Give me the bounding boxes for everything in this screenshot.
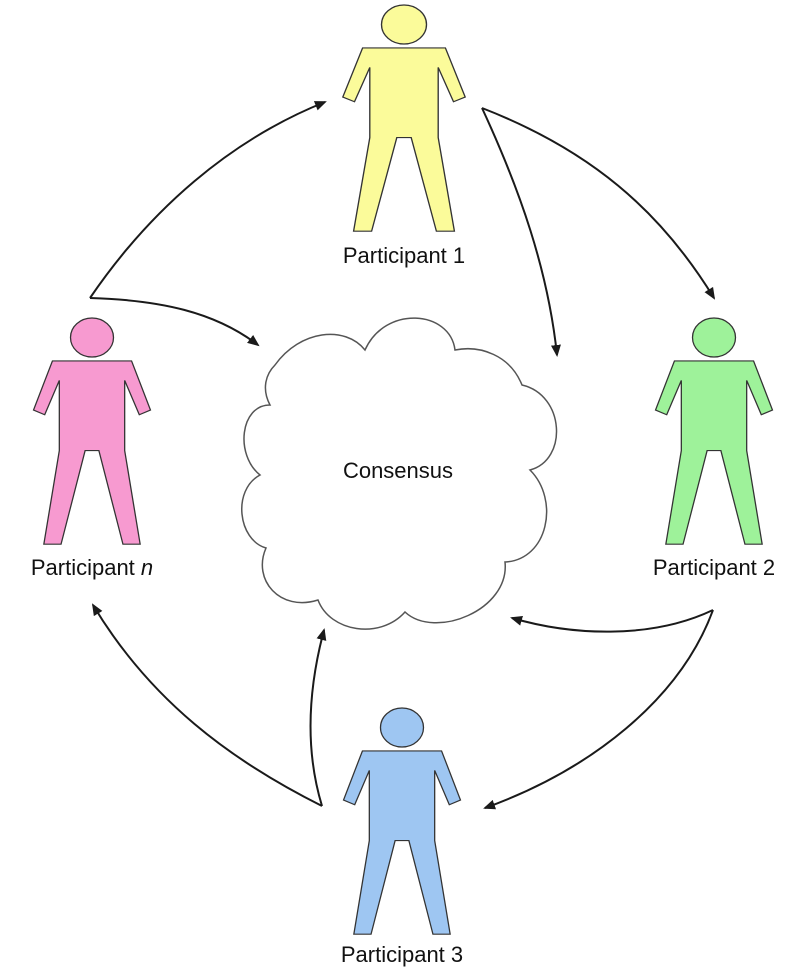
participant-3: Participant 3 <box>341 707 463 967</box>
participant-n-label: Participant n <box>31 555 153 580</box>
arrow-p1-to-p2 <box>481 107 716 300</box>
person-icon <box>654 317 774 545</box>
participant-3-label: Participant 3 <box>341 942 463 967</box>
participant-n-label-italic: n <box>141 555 153 580</box>
arrow-p2-to-consensus <box>510 609 714 633</box>
consensus-cloud: Consensus <box>241 317 558 630</box>
arrow-pn-to-p1 <box>89 101 327 299</box>
participant-2-label: Participant 2 <box>653 555 775 580</box>
participant-1-label: Participant 1 <box>343 243 465 268</box>
person-icon <box>32 317 152 545</box>
arrow-p3-to-consensus <box>309 628 327 807</box>
arrow-p1-to-consensus <box>481 107 561 357</box>
arrow-pn-to-consensus <box>89 297 260 347</box>
consensus-label: Consensus <box>343 458 453 483</box>
arrows <box>89 101 716 810</box>
cloud-shape <box>241 317 558 630</box>
participant-n-label-text: Participant <box>31 555 141 580</box>
participant-2: Participant 2 <box>653 317 775 580</box>
arrow-p2-to-p3 <box>483 609 714 810</box>
arrow-p3-to-pn <box>91 603 323 807</box>
participant-n: Participant n <box>31 317 153 580</box>
participant-1: Participant 1 <box>342 4 466 268</box>
person-icon <box>342 707 462 935</box>
person-icon <box>342 4 466 232</box>
